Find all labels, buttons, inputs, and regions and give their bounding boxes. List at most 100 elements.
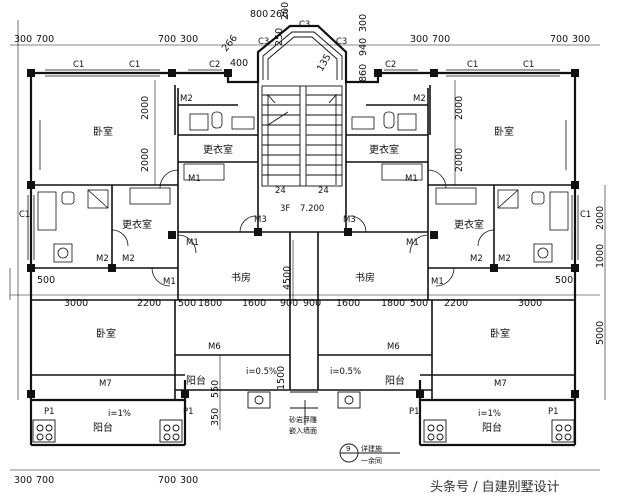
dim-top: 700 bbox=[432, 34, 450, 45]
tag-c1: C1 bbox=[129, 60, 140, 70]
room-dressing-n-left: 更衣室 bbox=[203, 143, 233, 156]
tag-c1: C1 bbox=[19, 210, 30, 220]
bay-window bbox=[262, 31, 343, 80]
tag-m7: M7 bbox=[99, 379, 112, 389]
dim-right: 5000 bbox=[595, 321, 606, 345]
tag-m1: M1 bbox=[163, 277, 176, 287]
dim-top: 700 bbox=[550, 34, 568, 45]
tag-m1: M1 bbox=[431, 277, 444, 287]
tag-c2: C2 bbox=[209, 60, 220, 70]
tag-m3: M3 bbox=[254, 215, 267, 225]
door-swings bbox=[111, 169, 495, 287]
tag-m1: M1 bbox=[186, 238, 199, 248]
elevation-label: 7.200 bbox=[300, 204, 324, 214]
tag-p1: P1 bbox=[183, 407, 194, 417]
tag-c3: C3 bbox=[336, 37, 347, 47]
columns bbox=[27, 69, 579, 398]
room-dressing-e: 更衣室 bbox=[454, 218, 484, 231]
tag-c1: C1 bbox=[580, 210, 591, 220]
tag-m1: M1 bbox=[188, 174, 201, 184]
dim-vertical: 350 bbox=[210, 408, 221, 426]
dim-horiz: 500 bbox=[555, 275, 573, 286]
tag-c3: C3 bbox=[258, 37, 269, 47]
bath-fixtures bbox=[37, 111, 569, 263]
tag-m2: M2 bbox=[96, 254, 109, 264]
floor-label: 3F bbox=[280, 204, 290, 214]
tag-c1: C1 bbox=[73, 60, 84, 70]
dim-vertical: 2000 bbox=[454, 148, 465, 172]
detail-note-line2: 嵌入墙面 bbox=[289, 426, 317, 435]
slope-center-left: i=0.5% bbox=[246, 367, 277, 377]
dim-horiz: 2200 bbox=[137, 298, 161, 309]
dim-horiz: 1600 bbox=[242, 298, 266, 309]
room-balcony-sw: 阳台 bbox=[93, 421, 113, 434]
dim-bottom: 700 bbox=[36, 475, 54, 486]
dim-bay: 250 bbox=[274, 28, 285, 46]
dim-bay: 400 bbox=[230, 58, 248, 69]
tag-p1: P1 bbox=[44, 407, 55, 417]
dim-bottom: 700 bbox=[158, 475, 176, 486]
dim-bay: 940 bbox=[358, 38, 369, 56]
room-dressing-n-right: 更衣室 bbox=[369, 143, 399, 156]
tag-m1: M1 bbox=[405, 174, 418, 184]
watermark: 头条号 / 自建别墅设计 bbox=[430, 479, 560, 495]
dim-horiz: 1800 bbox=[381, 298, 405, 309]
tag-m2: M2 bbox=[180, 94, 193, 104]
room-balcony-se: 阳台 bbox=[482, 421, 502, 434]
room-study-right: 书房 bbox=[355, 271, 375, 284]
dim-top: 300 bbox=[14, 34, 32, 45]
dim-right: 2000 bbox=[595, 206, 606, 230]
dim-bay: 200 bbox=[280, 2, 291, 20]
dim-bay: 860 bbox=[358, 64, 369, 82]
detail-ref-text1: 详建施 bbox=[361, 444, 382, 453]
dim-horiz: 1600 bbox=[336, 298, 360, 309]
tag-m2: M2 bbox=[470, 254, 483, 264]
dim-vertical: 1500 bbox=[276, 366, 287, 390]
tag-m2: M2 bbox=[498, 254, 511, 264]
room-balcony-cl: 阳台 bbox=[186, 374, 206, 387]
tag-m6: M6 bbox=[387, 342, 400, 352]
tag-m2: M2 bbox=[413, 94, 426, 104]
interior-walls bbox=[31, 82, 575, 400]
dim-vertical: 4500 bbox=[282, 266, 293, 290]
tag-m6: M6 bbox=[208, 342, 221, 352]
tag-m1: M1 bbox=[406, 238, 419, 248]
dim-bottom: 300 bbox=[180, 475, 198, 486]
dim-bay: 300 bbox=[358, 14, 369, 32]
tag-m3: M3 bbox=[343, 215, 356, 225]
detail-ref-number: 9 bbox=[346, 445, 350, 453]
slope-balcony-right: i=1% bbox=[478, 409, 501, 419]
dim-horiz: 3000 bbox=[64, 298, 88, 309]
tag-p1: P1 bbox=[409, 407, 420, 417]
dim-horiz: 500 bbox=[178, 298, 196, 309]
room-bedroom-se: 卧室 bbox=[490, 327, 510, 340]
dim-horiz: 900 bbox=[280, 298, 298, 309]
tag-c3: C3 bbox=[299, 20, 310, 30]
dim-vertical: 2000 bbox=[140, 96, 151, 120]
planters bbox=[32, 391, 575, 443]
dim-horiz: 2200 bbox=[444, 298, 468, 309]
tag-m7: M7 bbox=[494, 379, 507, 389]
dim-top: 700 bbox=[158, 34, 176, 45]
dim-top: 700 bbox=[36, 34, 54, 45]
dim-horiz: 900 bbox=[303, 298, 321, 309]
dim-horiz: 3000 bbox=[518, 298, 542, 309]
room-study-left: 书房 bbox=[231, 271, 251, 284]
tag-p1: P1 bbox=[548, 407, 559, 417]
detail-reference bbox=[304, 400, 400, 463]
dim-bay: 135 bbox=[315, 52, 334, 73]
room-dressing-w: 更衣室 bbox=[122, 218, 152, 231]
dimension-lines bbox=[9, 20, 606, 471]
tag-c1: C1 bbox=[467, 60, 478, 70]
staircase bbox=[261, 85, 343, 187]
room-bedroom-ne: 卧室 bbox=[494, 125, 514, 138]
dim-vertical: 2000 bbox=[454, 96, 465, 120]
dim-top: 300 bbox=[572, 34, 590, 45]
dim-horiz: 500 bbox=[37, 275, 55, 286]
dim-bay: 266 bbox=[220, 33, 240, 54]
tag-m2: M2 bbox=[122, 254, 135, 264]
dim-horiz: 1800 bbox=[198, 298, 222, 309]
dim-bottom: 300 bbox=[14, 475, 32, 486]
tag-c1: C1 bbox=[523, 60, 534, 70]
